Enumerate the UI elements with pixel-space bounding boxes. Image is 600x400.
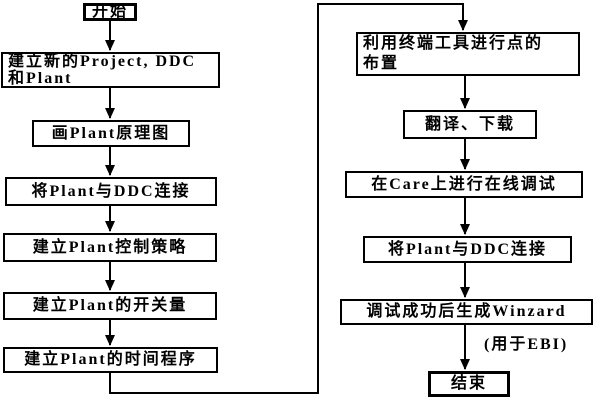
flowchart-node-translate-download: 翻译、下载	[403, 110, 537, 139]
flowchart-node-create-project: 建立新的Project, DDC 和Plant	[1, 52, 220, 88]
flowchart-node-time-program: 建立Plant的时间程序	[3, 347, 218, 373]
ebi-annotation: (用于EBI)	[484, 336, 569, 353]
flowchart-node-generate-winzard: 调试成功后生成Winzard	[340, 299, 593, 325]
flowchart-node-care-online-debug: 在Care上进行在线调试	[345, 171, 583, 198]
flowchart-node-switch-quantity: 建立Plant的开关量	[3, 292, 217, 320]
flowchart-node-terminal-point-layout: 利用终端工具进行点的 布置	[356, 32, 580, 76]
flowchart-node-end: 结束	[428, 371, 510, 397]
flowchart-node-control-strategy: 建立Plant控制策略	[3, 233, 217, 262]
flowchart-node-connect-plant-ddc: 将Plant与DDC连接	[5, 177, 217, 206]
flowchart-node-draw-plant-diagram: 画Plant原理图	[32, 120, 190, 147]
flowchart-node-start: 开始	[83, 3, 137, 21]
flowchart-node-connect-plant-ddc-2: 将Plant与DDC连接	[363, 236, 572, 263]
